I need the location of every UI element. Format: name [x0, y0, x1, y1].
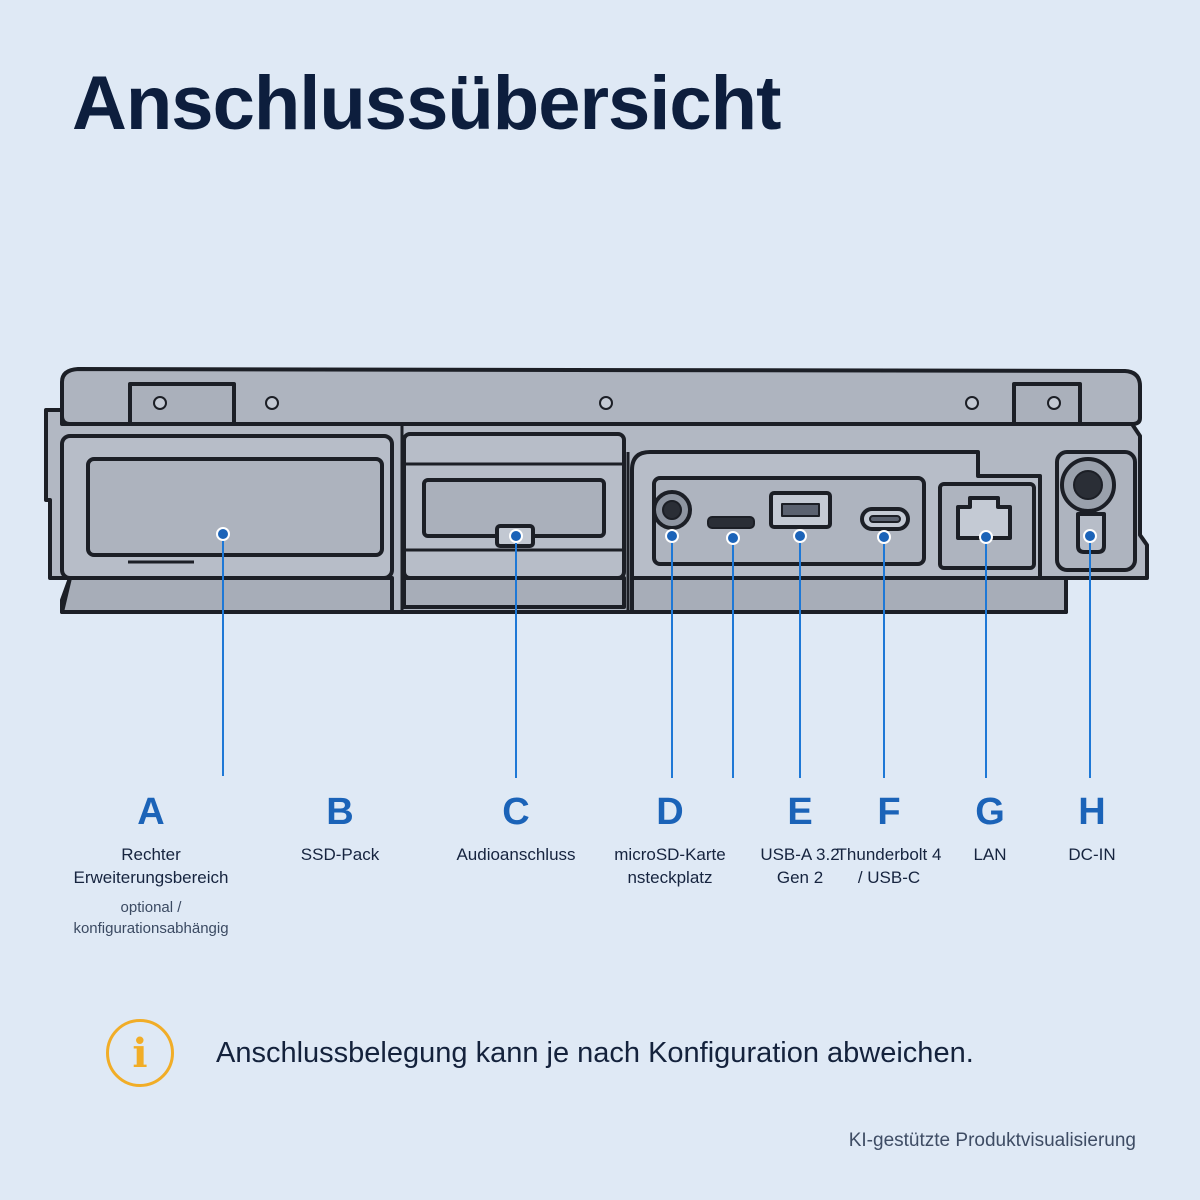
usb-a-tongue — [781, 503, 820, 517]
callout-label: USB-A 3.2 Gen 2 — [760, 845, 840, 887]
usb-c-tongue — [869, 515, 901, 523]
hinge — [128, 382, 236, 426]
expansion-cover — [86, 457, 384, 557]
base-lip — [402, 576, 626, 609]
lan-port — [956, 496, 1012, 540]
microsd-slot — [707, 516, 755, 529]
laptop-side-diagram — [44, 367, 1149, 778]
callout-h: H DC-IN — [1042, 789, 1142, 866]
base-lip — [630, 576, 1068, 614]
callout-dot — [1083, 529, 1097, 543]
callout-letter: H — [1078, 791, 1106, 833]
callout-letter: A — [137, 791, 165, 833]
callout-letter: C — [502, 791, 530, 833]
callout-letter: D — [656, 791, 684, 833]
callout-dot — [509, 529, 523, 543]
screw — [1047, 396, 1061, 410]
audio-jack — [662, 500, 682, 520]
callout-b: B SSD-Pack — [250, 789, 430, 866]
screw — [265, 396, 279, 410]
hinge — [1012, 382, 1082, 426]
base-lip — [60, 576, 394, 614]
callout-label: Audioanschluss — [456, 845, 576, 864]
callout-d: D microSD-Kartensteckplatz — [610, 789, 730, 889]
callout-e: E USB-A 3.2 Gen 2 — [752, 789, 848, 889]
callout-dot — [726, 531, 740, 545]
callout-letter: B — [326, 791, 354, 833]
callout-a: A Rechter Erweiterungsbereich optional /… — [61, 789, 241, 939]
callout-g: G LAN — [940, 789, 1040, 866]
callout-letter: E — [787, 791, 813, 833]
callout-dot — [665, 529, 679, 543]
credit-text: KI-gestützte Produktvisualisierung — [848, 1130, 1136, 1151]
callout-dot — [793, 529, 807, 543]
callout-letter: G — [975, 791, 1005, 833]
callout-letter: F — [877, 791, 901, 833]
page-title: Anschlussübersicht — [72, 61, 781, 146]
callout-dot — [877, 530, 891, 544]
callout-sublabel: optional / konfigurationsabhängig — [73, 899, 229, 937]
callout-label: Rechter Erweiterungsbereich — [73, 845, 229, 887]
callout-dot — [216, 527, 230, 541]
info-note: i Anschlussbelegung kann je nach Konfigu… — [106, 1019, 974, 1087]
callout-c: C Audioanschluss — [426, 789, 606, 866]
info-note-text: Anschlussbelegung kann je nach Konfigura… — [216, 1036, 974, 1069]
callout-label: Thunderbolt 4 / USB-C — [836, 845, 942, 887]
screw — [153, 396, 167, 410]
callout-dot — [979, 530, 993, 544]
callout-f: F Thunderbolt 4 / USB-C — [834, 789, 944, 889]
callout-label: SSD-Pack — [300, 845, 380, 864]
callout-label: LAN — [973, 845, 1007, 864]
dc-in-pin — [1073, 470, 1103, 500]
callout-label: DC-IN — [1068, 845, 1116, 864]
screw — [599, 396, 613, 410]
info-icon: i — [106, 1019, 174, 1087]
callout-label: microSD-Kartensteckplatz — [614, 845, 726, 887]
screw — [965, 396, 979, 410]
